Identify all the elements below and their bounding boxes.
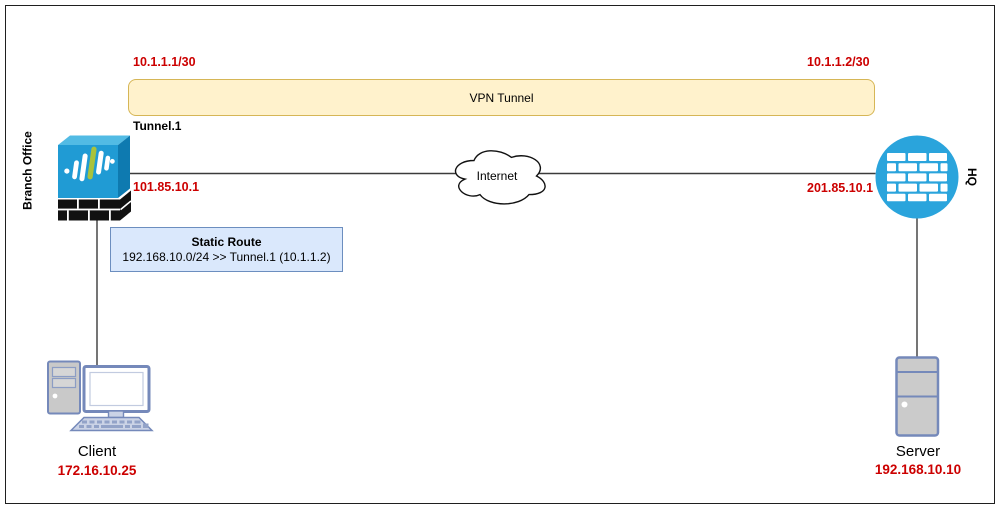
tunnel-left-ip: 10.1.1.1/30 bbox=[133, 55, 196, 69]
static-route-rule: 192.168.10.0/24 >> Tunnel.1 (10.1.1.2) bbox=[122, 249, 331, 264]
cloud-icon bbox=[454, 150, 546, 205]
vpn-tunnel-label: VPN Tunnel bbox=[469, 90, 534, 105]
soundwave-logo-icon bbox=[64, 146, 115, 182]
vpn-tunnel-box: VPN Tunnel bbox=[128, 79, 875, 116]
client-computer-icon bbox=[47, 360, 154, 432]
diagram-border bbox=[5, 5, 995, 504]
client-ip: 172.16.10.25 bbox=[57, 463, 137, 478]
static-route-box: Static Route 192.168.10.0/24 >> Tunnel.1… bbox=[110, 227, 343, 272]
branch-firewall-icon bbox=[58, 135, 132, 221]
static-route-title: Static Route bbox=[191, 234, 262, 249]
hq-wan-ip: 201.85.10.1 bbox=[807, 181, 874, 195]
branch-wan-ip: 101.85.10.1 bbox=[133, 180, 200, 194]
tunnel-right-ip: 10.1.1.2/30 bbox=[807, 55, 870, 69]
hq-firewall-icon bbox=[875, 135, 959, 219]
internet-label: Internet bbox=[476, 169, 518, 183]
hq-label: HQ bbox=[965, 168, 979, 186]
branch-office-label: Branch Office bbox=[20, 131, 35, 210]
tunnel-interface-label: Tunnel.1 bbox=[133, 119, 182, 133]
server-ip: 192.168.10.10 bbox=[874, 462, 962, 477]
brick-base-icon bbox=[58, 190, 132, 221]
server-icon bbox=[895, 356, 940, 437]
client-label: Client bbox=[77, 443, 117, 460]
server-label: Server bbox=[895, 443, 941, 460]
